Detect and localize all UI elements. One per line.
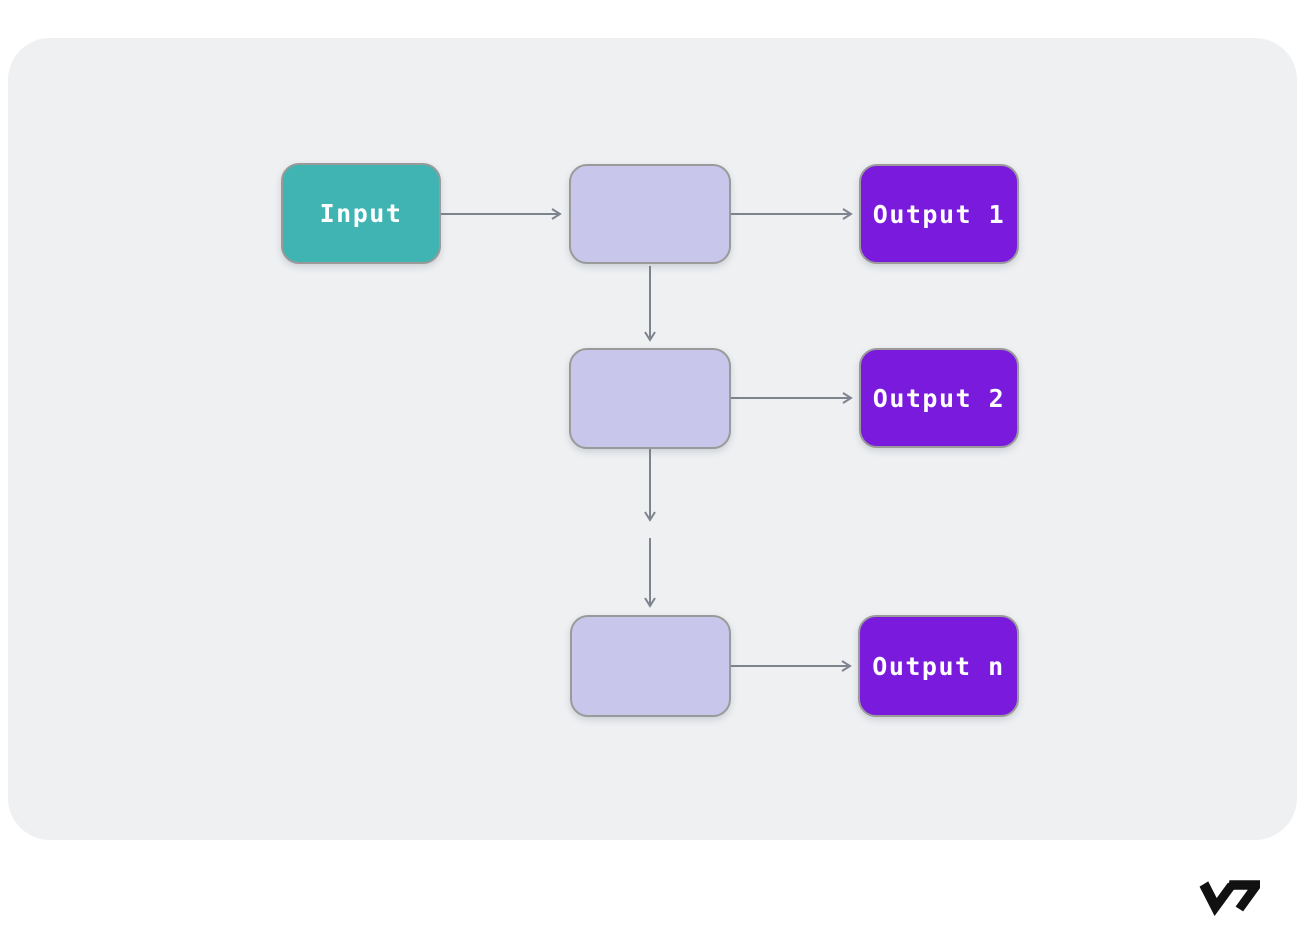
output-node-2: Output 2 [859, 348, 1019, 448]
output-node-2-label: Output 2 [872, 383, 1006, 413]
logo-v-stroke [1199, 881, 1236, 916]
output-node-n: Output n [858, 615, 1019, 717]
v7-logo [1199, 880, 1260, 916]
output-node-1: Output 1 [859, 164, 1019, 264]
process-node-1 [569, 164, 731, 264]
output-node-n-label: Output n [872, 651, 1005, 681]
process-node-2 [569, 348, 731, 449]
process-node-n [570, 615, 731, 717]
input-node-label: Input [319, 199, 403, 228]
logo-7-stroke [1228, 880, 1260, 912]
input-node: Input [281, 163, 441, 264]
output-node-1-label: Output 1 [872, 199, 1006, 229]
